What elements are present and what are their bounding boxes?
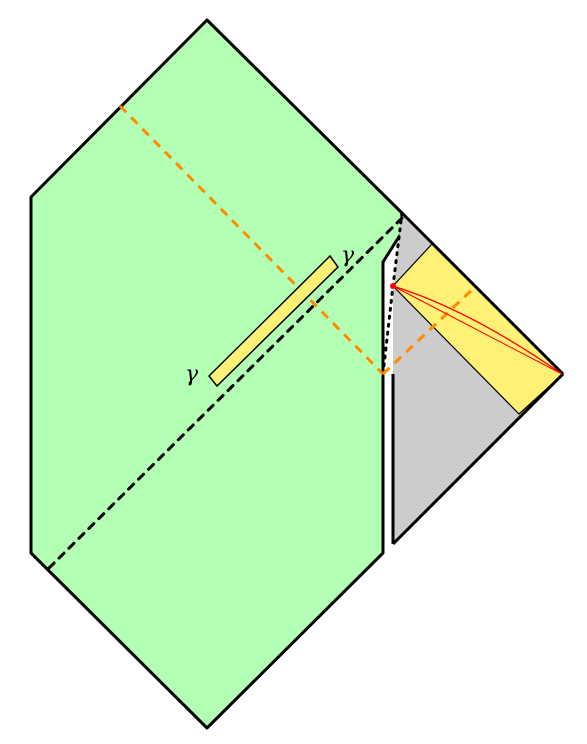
- gamma-label-left: γ: [185, 362, 199, 387]
- orange-dashed-diagonal-right: [381, 284, 478, 376]
- gamma-label-right: γ: [341, 243, 355, 268]
- orange-dashed-diagonal-left: [118, 104, 385, 376]
- gamma-strip: [207, 254, 339, 388]
- red-curve: [392, 285, 563, 375]
- red-point: [390, 283, 396, 289]
- right-upper-boundary: [400, 211, 565, 376]
- dotted-diagonal: [45, 216, 404, 572]
- right-lower-boundary: [391, 372, 565, 546]
- red-line: [392, 285, 563, 375]
